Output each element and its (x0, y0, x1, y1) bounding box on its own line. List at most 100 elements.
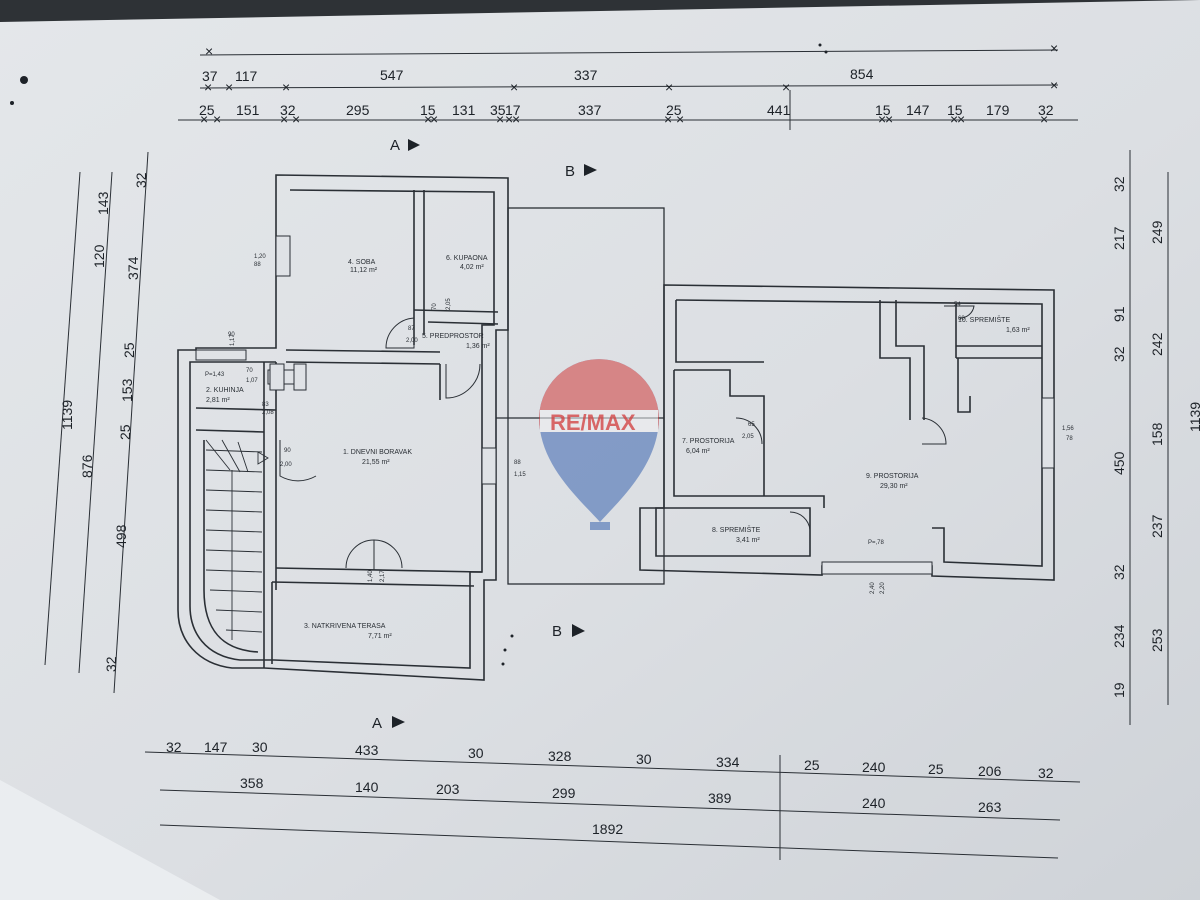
dim-top2-14: 15 (947, 102, 963, 118)
opening-label-12: 54 (954, 302, 961, 308)
dim-right-1-3: 32 (1111, 564, 1127, 580)
dim-right-2-2: 237 (1149, 514, 1165, 538)
left-dimension-lines (44, 151, 149, 694)
svg-text:×: × (664, 111, 672, 127)
top-dimension-group (178, 49, 1078, 121)
opening-label-3b: 2,00 (406, 338, 418, 344)
dim-top-4: 337 (574, 67, 598, 83)
opening-label-5: P=1,43 (205, 372, 225, 378)
section-marker-a-bottom: A (372, 715, 405, 732)
left-building-walls (177, 174, 509, 681)
dim-bottom2-5: 389 (708, 790, 732, 806)
svg-text:×: × (512, 111, 520, 127)
room-4-name: 4. SOBA (348, 259, 376, 266)
opening-label-8: 1,40 (368, 570, 374, 582)
opening-label-10: P=,78 (868, 540, 885, 546)
section-marker-b-top: B (565, 163, 597, 180)
dim-bottom-4: 433 (355, 742, 379, 758)
dim-right-2-3: 158 (1149, 422, 1165, 446)
dim-bottom-5: 30 (468, 745, 484, 761)
dim-top2-11: 441 (767, 102, 791, 118)
left-building-windows (195, 235, 497, 485)
svg-text:×: × (424, 111, 432, 127)
right-dimension-lines (1129, 150, 1169, 725)
dim-bottom-2: 147 (204, 739, 228, 755)
room-1-name: 1. DNEVNI BORAVAK (343, 449, 412, 456)
right-building-doors (735, 305, 975, 531)
svg-text:×: × (282, 79, 290, 95)
door-soba (385, 317, 415, 349)
svg-text:×: × (878, 111, 886, 127)
remax-logo-text: RE/MAX (550, 410, 636, 435)
svg-text:×: × (213, 111, 221, 127)
room-10-name: 10. SPREMIŠTE (958, 315, 1010, 324)
svg-text:×: × (280, 111, 288, 127)
svg-text:×: × (510, 79, 518, 95)
opening-label-13b: 2,20 (880, 582, 886, 594)
dim-bottom-3: 30 (252, 739, 268, 755)
dim-right-2-5: 91 (1111, 306, 1127, 322)
svg-text:×: × (496, 111, 504, 127)
dim-top2-4: 295 (346, 102, 370, 118)
opening-label-13: 2,40 (870, 582, 876, 594)
dim-right-1-2: 234 (1111, 624, 1127, 648)
dim-top2-1: 25 (199, 102, 215, 118)
svg-text:×: × (885, 111, 893, 127)
opening-label-2: 90 (284, 448, 291, 454)
dim-left-3-1: 498 (113, 524, 129, 548)
dim-left-3-3: 153 (119, 378, 135, 402)
dim-top2-6: 131 (452, 102, 476, 118)
room-4-area: 11,12 m² (350, 267, 378, 274)
dim-top-5: 854 (850, 66, 874, 82)
dim-bottom2-6: 240 (862, 795, 886, 811)
opening-label-9b: 2,05 (742, 434, 754, 440)
dim-top-3: 547 (380, 67, 404, 83)
dim-bottom2-1: 358 (240, 775, 264, 791)
svg-text:×: × (204, 79, 212, 95)
room-1-area: 21,55 m² (362, 459, 390, 466)
svg-text:A: A (372, 715, 382, 732)
room-3-name: 3. NATKRIVENA TERASA (304, 623, 386, 630)
dim-right-2-1: 253 (1149, 628, 1165, 652)
dim-right-1-6: 217 (1111, 226, 1127, 250)
room-7-name: 7. PROSTORIJA (682, 438, 735, 445)
svg-text:×: × (1050, 77, 1058, 93)
dim-top2-5: 15 (420, 102, 436, 118)
svg-text:×: × (676, 111, 684, 127)
svg-text:×: × (430, 111, 438, 127)
room-9-name: 9. PROSTORIJA (866, 473, 919, 480)
opening-label-14b: 1,17 (230, 334, 236, 346)
svg-text:×: × (1040, 111, 1048, 127)
svg-text:×: × (200, 111, 208, 127)
dim-top2-12: 15 (875, 102, 891, 118)
room-3-area: 7,71 m² (368, 633, 392, 640)
dim-bottom2-4: 299 (552, 785, 576, 801)
dim-bottom-total: 1892 (592, 821, 623, 837)
dim-top2-9: 337 (578, 102, 602, 118)
dim-top-2: 117 (235, 68, 258, 84)
dim-bottom2-7: 263 (978, 799, 1002, 815)
dim-right-1-7: 32 (1111, 176, 1127, 192)
dim-top2-3: 32 (280, 102, 296, 118)
dim-top2-10: 25 (666, 102, 682, 118)
dim-bottom2-2: 140 (355, 779, 379, 795)
svg-text:×: × (205, 43, 213, 59)
opening-label-5c: 1,07 (246, 378, 258, 384)
dim-left-2-4: 32 (133, 172, 149, 188)
dim-bottom-11: 25 (928, 761, 944, 777)
dim-top2-13: 147 (906, 102, 930, 118)
room-8-area: 3,41 m² (736, 537, 760, 544)
dim-right-2-4: 242 (1149, 332, 1165, 356)
dim-top2-15: 179 (986, 102, 1010, 118)
right-building-windows (821, 397, 1055, 575)
svg-text:×: × (665, 79, 673, 95)
dim-bottom-9: 25 (804, 757, 820, 773)
dim-right-3-partial: 1139 (1187, 402, 1200, 432)
svg-text:×: × (957, 111, 965, 127)
dim-top2-2: 151 (236, 102, 260, 118)
dim-bottom2-3: 203 (436, 781, 460, 797)
dim-bottom-12: 206 (978, 763, 1002, 779)
right-building-walls (639, 284, 1055, 581)
